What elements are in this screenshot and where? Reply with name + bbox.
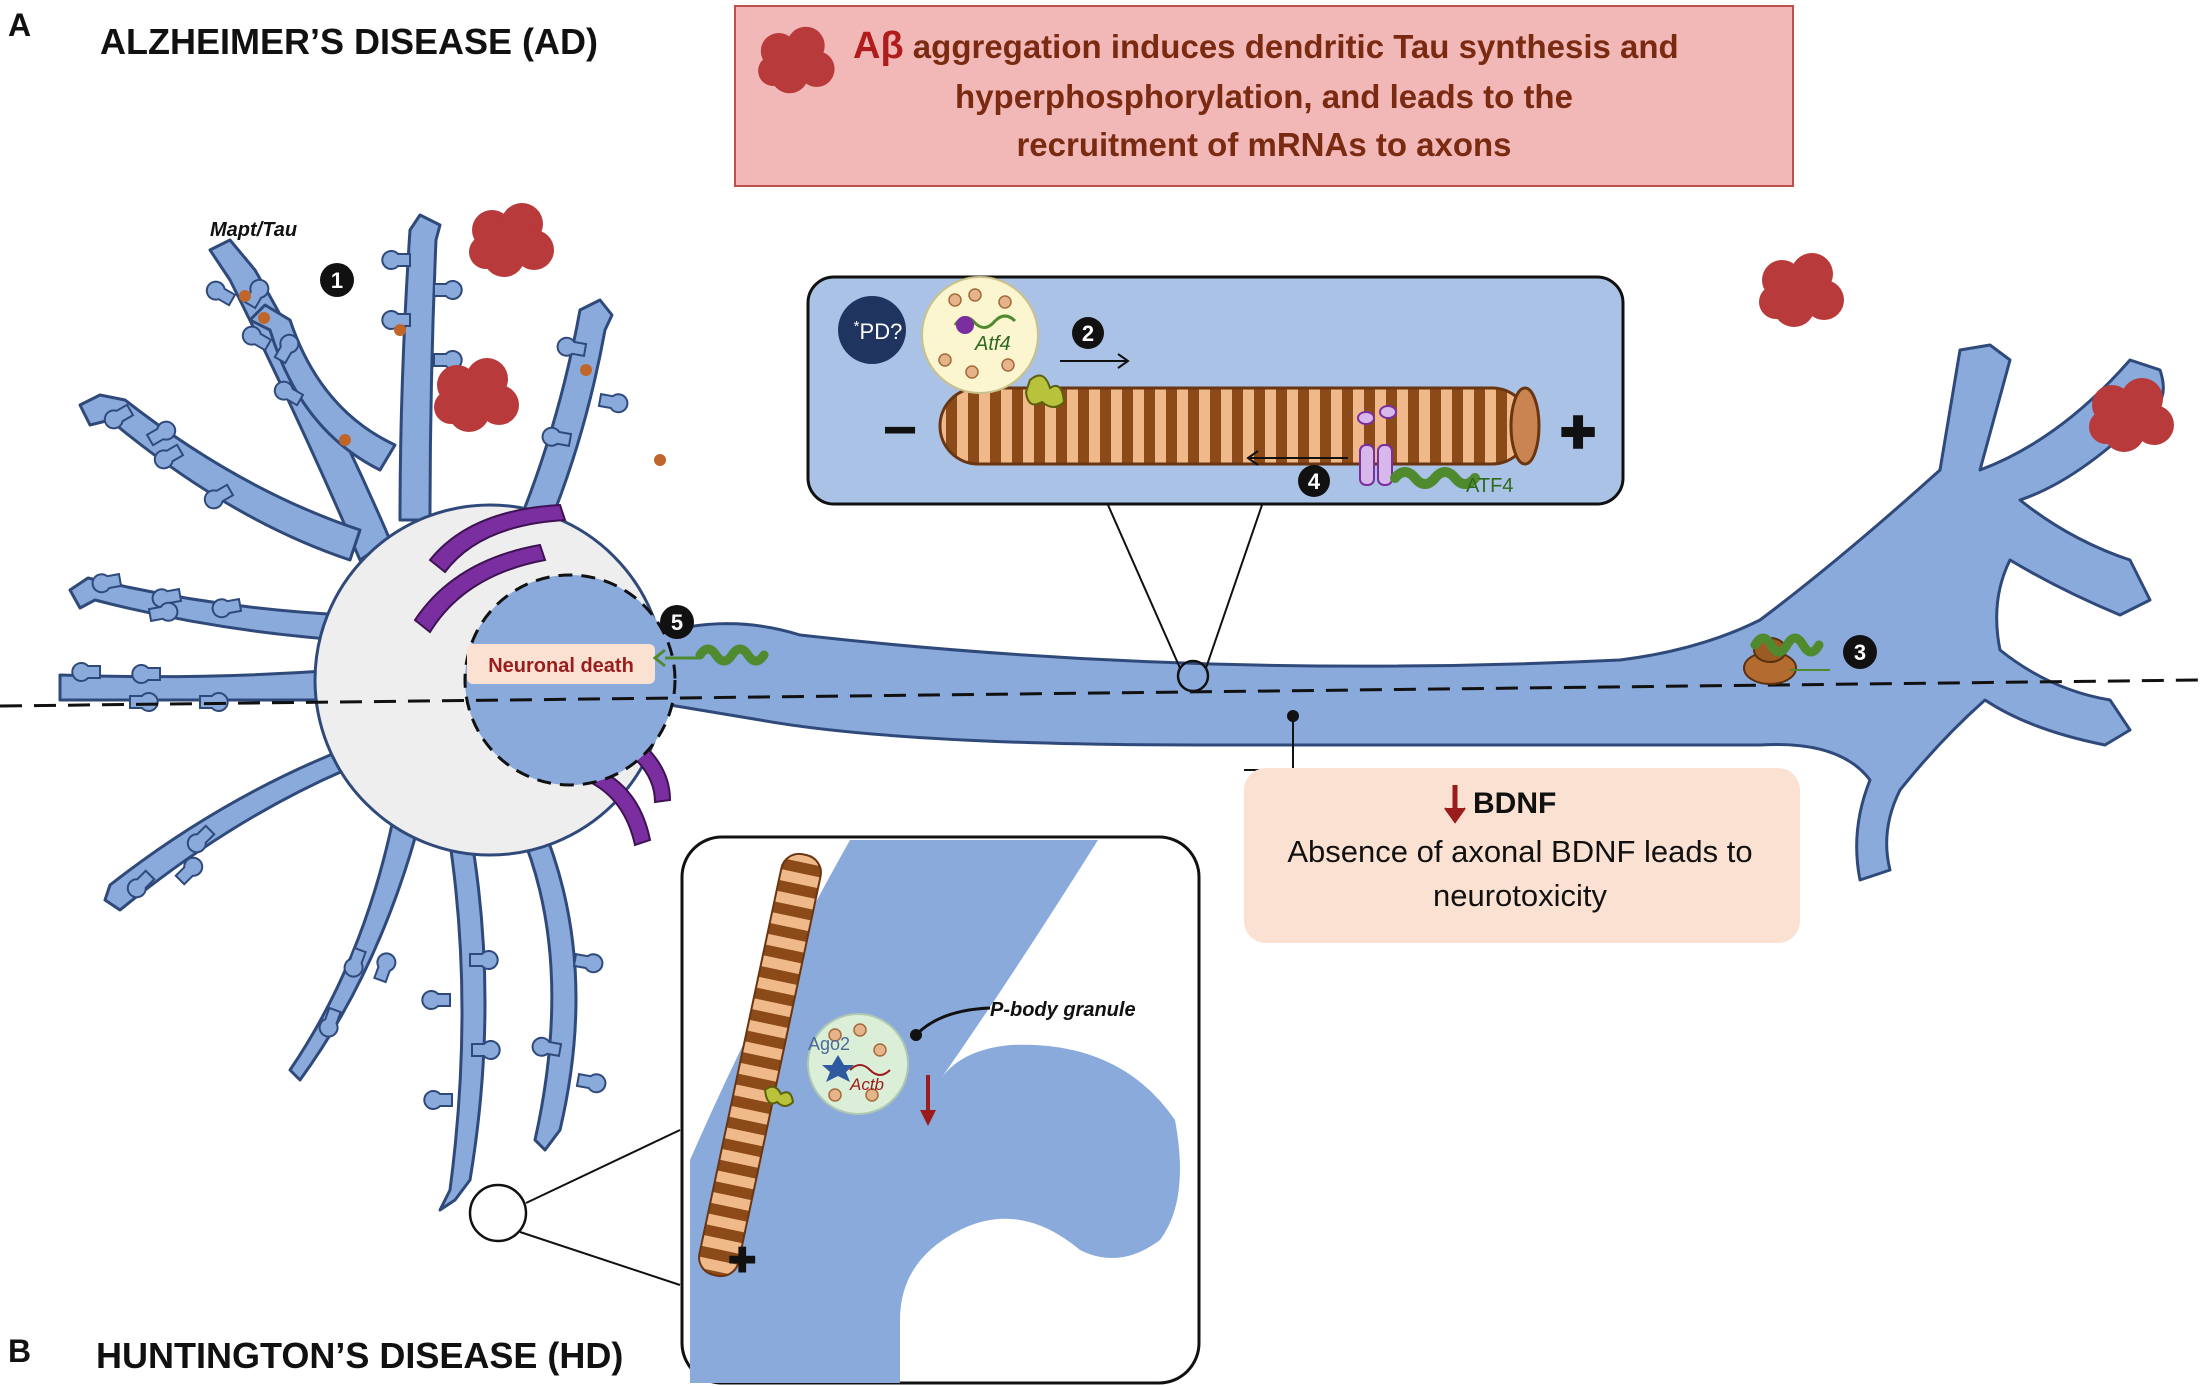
bdnf-title: BDNF (1473, 787, 1556, 820)
abeta-line-3: recruitment of mRNAs to axons (1016, 126, 1511, 163)
hd-dendrite-inset: ✚ Ago2 Actb P-body granule (680, 835, 1201, 1385)
dendrite-left (58, 668, 342, 702)
dendrite-lower-long (438, 828, 487, 1212)
step-4-badge: 4 (1308, 469, 1321, 494)
panel-letter-b: B (8, 1333, 31, 1369)
abeta-symbol: Aβ (853, 25, 904, 67)
pd-star: * (854, 318, 860, 335)
step-1-badge: 1 (331, 268, 343, 293)
motor-protein-dynein (1357, 405, 1397, 486)
step-3-badge: 3 (1854, 640, 1866, 665)
neuronal-death-label: Neuronal death (488, 655, 634, 677)
abeta-info-box: Aβ aggregation induces dendritic Tau syn… (734, 5, 1794, 187)
step-5-badge: 5 (671, 610, 683, 635)
dendrite-left-mid (68, 576, 347, 642)
panel-divider (0, 678, 2200, 708)
ago2-label: Ago2 (808, 1034, 850, 1054)
axon (638, 343, 2165, 882)
motor-protein-kinesin (1024, 374, 1066, 408)
svg-text:Aβ aggregation induces dendrit: Aβ aggregation induces dendritic Tau syn… (853, 25, 1679, 67)
dendrite-left-lower (103, 743, 357, 912)
dendrite-lower-right (518, 818, 578, 1152)
hd-motor-protein (763, 1085, 795, 1107)
tau-mrna-dots (239, 290, 666, 466)
hd-plus-end-label: ✚ (728, 1242, 757, 1280)
panel-title-ad: ALZHEIMER’S DISEASE (AD) (100, 21, 598, 62)
atf4-mrna-label: Atf4 (974, 333, 1011, 355)
axon-magnifier-circle (1176, 659, 1210, 693)
abeta-line-1: aggregation induces dendritic Tau synthe… (904, 28, 1679, 65)
dendrite-lower (288, 808, 422, 1082)
dendrite-magnifier-circle (468, 1183, 528, 1243)
amyloid-cluster-icon (1759, 253, 1844, 327)
bdnf-info-box: BDNF Absence of axonal BDNF leads to neu… (1244, 710, 1800, 943)
dendrite-upper-right (518, 298, 614, 537)
bdnf-line-1: Absence of axonal BDNF leads to (1287, 834, 1752, 869)
neuronal-death-label-bg (467, 644, 655, 684)
plus-end-label: ✚ (1560, 409, 1597, 458)
axonal-ribosome (1743, 633, 1830, 685)
panel-title-hd: HUNTINGTON’S DISEASE (HD) (96, 1335, 623, 1376)
amyloid-cluster-icon (434, 358, 519, 432)
step-2-badge: 2 (1082, 321, 1094, 346)
atf4-mrna-axon (1390, 467, 1480, 489)
mapt-tau-label: Mapt/Tau (210, 219, 297, 241)
hd-microtubule (698, 852, 822, 1278)
bdnf-line-2: neurotoxicity (1433, 878, 1608, 913)
atf4-mrna-soma (695, 644, 769, 666)
actb-label: Actb (849, 1075, 884, 1094)
pd-circle (838, 296, 906, 364)
pd-text: PD? (860, 319, 903, 344)
minus-end-label: − (882, 396, 917, 463)
axonal-transport-inset: *PD? Atf4 2 − ✚ ATF4 4 (806, 275, 1625, 506)
abeta-line-2: hyperphosphorylation, and leads to the (955, 78, 1573, 115)
p-body-granule-label: P-body granule (990, 999, 1136, 1021)
dendrite-upper (398, 213, 442, 522)
amyloid-cluster-icon (469, 203, 554, 277)
pd-label: *PD? (854, 318, 903, 344)
atf4-protein-label: ATF4 (1466, 475, 1513, 497)
ago2-star-icon (822, 1055, 854, 1082)
panel-letter-a: A (8, 7, 31, 43)
